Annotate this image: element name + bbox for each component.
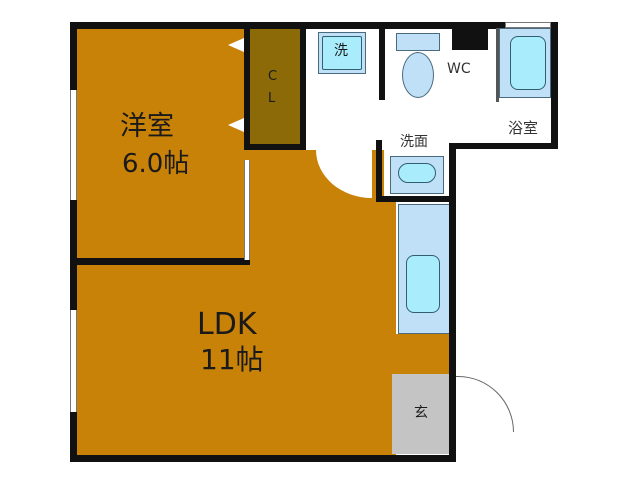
wall-bath-bottom <box>449 143 558 149</box>
bathtub-inner <box>510 36 546 90</box>
wall-right-ldk <box>449 198 456 462</box>
entrance-label: 玄 <box>414 405 428 421</box>
wall-wash-bottom <box>376 196 456 202</box>
ldk-floor <box>76 150 396 456</box>
entrance-door-swing <box>456 376 514 432</box>
washroom-label: 洗面 <box>400 134 428 150</box>
ldk-corner <box>396 334 450 374</box>
closet-floor <box>250 28 300 144</box>
washbasin-bowl <box>398 163 436 183</box>
closet-door-bottom <box>228 118 244 132</box>
wall-wash-left <box>376 140 382 202</box>
window-ldk <box>70 310 77 412</box>
wall-closet-bottom <box>244 144 304 150</box>
wall-room-right <box>244 22 250 150</box>
closet-door-top <box>228 38 244 52</box>
closet-label-2: L <box>268 91 276 106</box>
toilet-label: WC <box>447 61 471 77</box>
toilet-tank <box>396 33 440 51</box>
window-western-room <box>70 90 77 200</box>
washing-machine-inner <box>322 36 362 70</box>
washer-label: 洗 <box>334 43 348 59</box>
wall-wash-right <box>449 143 456 203</box>
kitchen-sink <box>406 255 440 313</box>
entrance-floor <box>392 374 450 454</box>
sliding-door-western-room <box>244 160 250 260</box>
western-room-size: 6.0帖 <box>122 149 190 179</box>
wall-left <box>70 22 77 462</box>
western-room-name: 洋室 <box>120 111 174 142</box>
wall-closet-right <box>300 22 306 150</box>
bath-window <box>505 22 551 28</box>
wall-washer-right <box>379 22 385 100</box>
wall-bath-left <box>496 28 499 102</box>
ldk-size: 11帖 <box>200 343 264 376</box>
wall-room-bottom <box>70 258 250 265</box>
wall-wc-block <box>452 28 488 50</box>
wall-right-bath <box>551 22 558 149</box>
wall-bottom <box>70 455 456 462</box>
toilet-bowl <box>402 52 434 98</box>
closet-label-1: C <box>268 69 278 84</box>
bathroom-label: 浴室 <box>508 119 539 137</box>
wall-top <box>70 22 558 29</box>
ldk-name: LDK <box>197 307 257 342</box>
